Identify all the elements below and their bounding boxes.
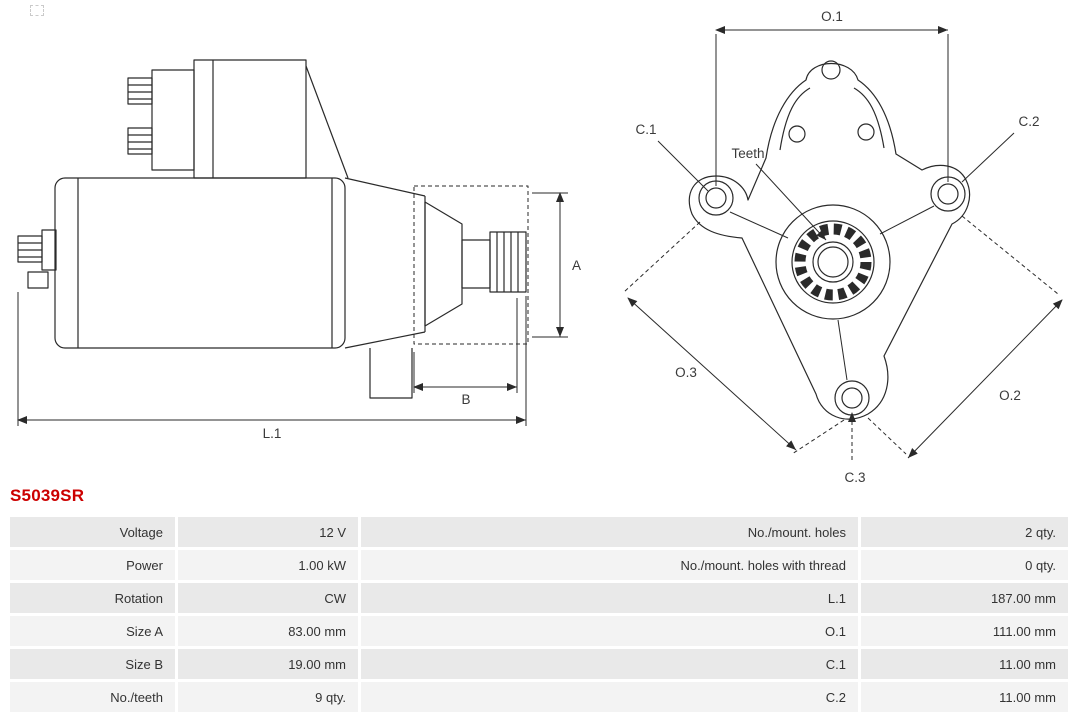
- spec-value: 1.00 kW: [178, 550, 358, 580]
- spec-value: 0 qty.: [861, 550, 1068, 580]
- dim-label-o3: O.3: [675, 365, 697, 380]
- part-number: S5039SR: [10, 486, 85, 505]
- spec-label: Size A: [10, 616, 175, 646]
- spec-label: C.2: [361, 682, 858, 712]
- spec-label: No./mount. holes: [361, 517, 858, 547]
- dim-label-o1: O.1: [821, 9, 843, 24]
- dim-label-c3: C.3: [844, 470, 865, 485]
- side-view-outline: [17, 59, 529, 399]
- table-row: Size A 83.00 mm O.1 111.00 mm: [10, 616, 1068, 646]
- technical-drawing: A B L.1: [17, 9, 1063, 485]
- spec-value: 12 V: [178, 517, 358, 547]
- table-row: No./teeth 9 qty. C.2 11.00 mm: [10, 682, 1068, 712]
- spec-value: 83.00 mm: [178, 616, 358, 646]
- dim-label-c1: C.1: [635, 122, 656, 137]
- table-row: Voltage 12 V No./mount. holes 2 qty.: [10, 517, 1068, 547]
- dim-label-l1: L.1: [263, 426, 282, 441]
- spec-label: Voltage: [10, 517, 175, 547]
- broken-image-icon: [30, 5, 44, 16]
- spec-value: 2 qty.: [861, 517, 1068, 547]
- front-view-dimensions: [623, 26, 1063, 460]
- side-view-dimensions: [17, 192, 568, 426]
- table-row: Rotation CW L.1 187.00 mm: [10, 583, 1068, 613]
- spec-label: Power: [10, 550, 175, 580]
- spec-label: Rotation: [10, 583, 175, 613]
- spec-label: L.1: [361, 583, 858, 613]
- spec-label: Size B: [10, 649, 175, 679]
- table-row: Size B 19.00 mm C.1 11.00 mm: [10, 649, 1068, 679]
- spec-value: 19.00 mm: [178, 649, 358, 679]
- table-row: Power 1.00 kW No./mount. holes with thre…: [10, 550, 1068, 580]
- spec-label: O.1: [361, 616, 858, 646]
- teeth-label: Teeth: [731, 146, 764, 161]
- dim-label-o2: O.2: [999, 388, 1021, 403]
- spec-table: Voltage 12 V No./mount. holes 2 qty. Pow…: [7, 514, 1071, 715]
- dim-label-b: B: [461, 392, 470, 407]
- spec-value: 111.00 mm: [861, 616, 1068, 646]
- spec-label: C.1: [361, 649, 858, 679]
- spec-value: 187.00 mm: [861, 583, 1068, 613]
- spec-value: 9 qty.: [178, 682, 358, 712]
- front-view-outline: [688, 60, 971, 420]
- spec-value: 11.00 mm: [861, 649, 1068, 679]
- spec-value: 11.00 mm: [861, 682, 1068, 712]
- spec-label: No./mount. holes with thread: [361, 550, 858, 580]
- spec-label: No./teeth: [10, 682, 175, 712]
- spec-value: CW: [178, 583, 358, 613]
- dim-label-a: A: [572, 258, 581, 273]
- dim-label-c2: C.2: [1018, 114, 1039, 129]
